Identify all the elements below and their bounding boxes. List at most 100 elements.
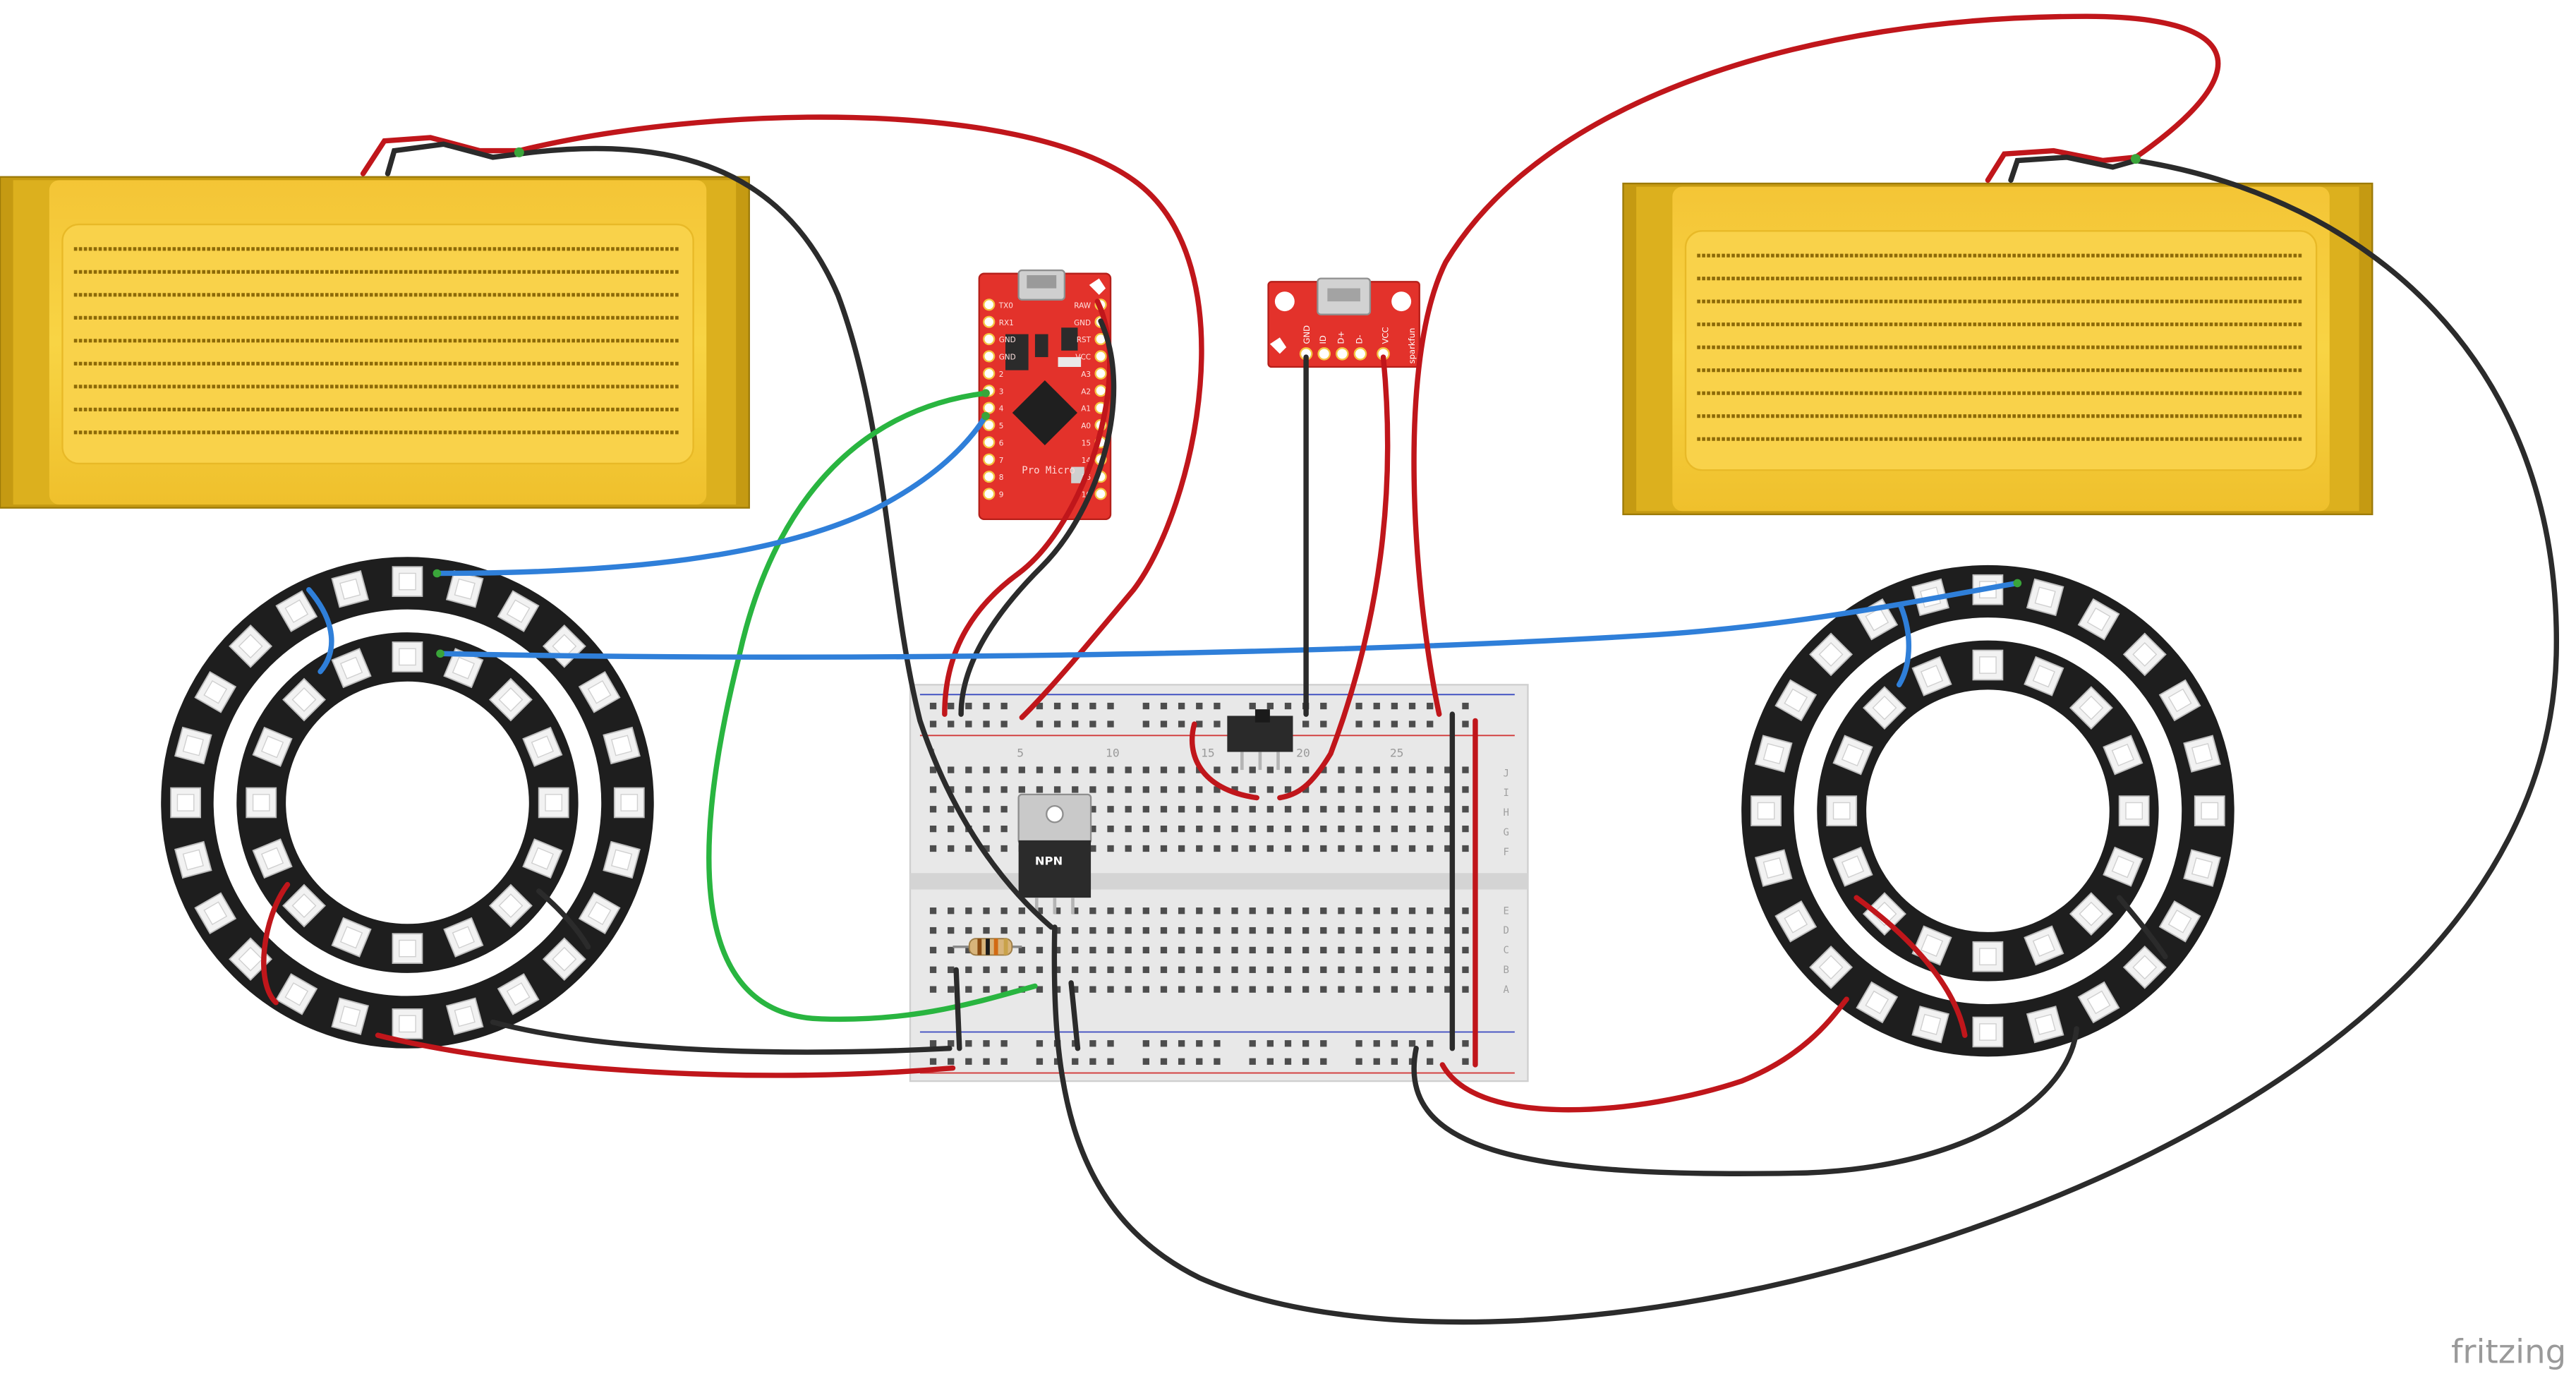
breadboard-hole [1444, 845, 1451, 852]
pro-micro-pin-label: RST [1077, 336, 1092, 344]
breadboard-holes [929, 702, 1469, 1065]
breadboard-rail-hole [1391, 720, 1398, 728]
breadboard-hole [1355, 927, 1362, 934]
breadboard-hole [1107, 966, 1114, 973]
breadboard-hole [1214, 986, 1221, 993]
breadboard-hole [1214, 786, 1221, 793]
column-number-25: 25 [1390, 747, 1404, 760]
breadboard-hole [948, 986, 955, 993]
breadboard-hole [1142, 786, 1149, 793]
breadboard-hole [1320, 766, 1327, 773]
breadboard-hole [1320, 946, 1327, 954]
breadboard-rail-hole [1214, 1040, 1221, 1047]
breadboard-hole [1266, 786, 1274, 793]
breadboard-hole [1427, 786, 1434, 793]
breadboard-hole [1036, 966, 1044, 973]
breadboard-hole [948, 946, 955, 954]
battery-grille-right [1697, 253, 2304, 441]
breadboard-hole [1231, 927, 1238, 934]
wire-left-inner-black [536, 888, 591, 950]
breadboard-rail-hole [1373, 702, 1380, 710]
breadboard-rail-hole [948, 1040, 955, 1047]
breadboard-hole [1266, 927, 1274, 934]
breadboard-hole [1160, 766, 1168, 773]
battery-pack-left [0, 176, 750, 509]
breadboard-hole [1408, 845, 1416, 852]
breadboard-hole [1178, 907, 1185, 915]
breadboard-hole [1053, 927, 1061, 934]
breadboard-hole [965, 806, 972, 813]
breadboard-hole [1178, 786, 1185, 793]
pro-micro-pin-label: 5 [999, 422, 1004, 430]
breadboard-rail-hole [1266, 702, 1274, 710]
breadboard-hole [1231, 966, 1238, 973]
breadboard-hole [1355, 806, 1362, 813]
breadboard-rail-hole [1249, 1040, 1256, 1047]
usb-pin-gnd: GND [1302, 325, 1312, 344]
breadboard-hole [1231, 986, 1238, 993]
breadboard-hole [1107, 786, 1114, 793]
breadboard-rail-hole [1000, 1040, 1008, 1047]
breadboard-rail-hole [1284, 1040, 1292, 1047]
breadboard-hole [1266, 845, 1274, 852]
pro-micro-pin-label: GND [1074, 319, 1091, 327]
breadboard-hole [1107, 766, 1114, 773]
wire-promicro-red [942, 298, 1113, 717]
breadboard-rail-hole [1053, 1058, 1061, 1065]
row-letter-j: J [1504, 768, 1509, 779]
wire-right-ring-red [1439, 996, 1849, 1113]
breadboard-hole [1373, 986, 1380, 993]
breadboard-rail-hole [1142, 1058, 1149, 1065]
neopixel-led [392, 1008, 423, 1039]
breadboard-hole [1266, 826, 1274, 833]
breadboard-rail-hole [1000, 1058, 1008, 1065]
breadboard-hole [1462, 826, 1469, 833]
pro-micro-pin-label: RAW [1074, 301, 1091, 310]
pro-micro-pin-label: 7 [999, 457, 1004, 465]
breadboard-hole [1302, 786, 1310, 793]
breadboard-rail-hole [1000, 702, 1008, 710]
breadboard-hole [1355, 845, 1362, 852]
wire-bb-black-left [953, 967, 962, 1051]
wire-left-battery-black [385, 141, 522, 176]
wire-left-red-long [516, 114, 1204, 720]
pro-micro-pin-label: A3 [1081, 370, 1091, 379]
breadboard-hole [1160, 927, 1168, 934]
breadboard-hole [1142, 946, 1149, 954]
breadboard-hole [1338, 966, 1345, 973]
wire-left-ring-red [375, 1032, 956, 1078]
breadboard-hole [1249, 786, 1256, 793]
sparkfun-flame-icon [1089, 278, 1106, 295]
usb-pin-id: ID [1318, 335, 1328, 344]
npn-transistor: NPN [1017, 793, 1092, 915]
pro-micro-pin-label: VCC [1075, 354, 1091, 362]
usb-pin-dplus: D+ [1336, 331, 1346, 344]
breadboard-hole [1444, 826, 1451, 833]
breadboard-rail-hole [1107, 720, 1114, 728]
breadboard-rail-hole [1178, 1040, 1185, 1047]
breadboard-hole [1408, 927, 1416, 934]
breadboard-hole [1142, 766, 1149, 773]
wires [261, 13, 2559, 1325]
breadboard-hole [1160, 845, 1168, 852]
breadboard-hole [1355, 786, 1362, 793]
row-letter-g: G [1504, 827, 1509, 838]
breadboard-rail-hole [1160, 1040, 1168, 1047]
breadboard-hole [1125, 946, 1132, 954]
breadboard-hole [1231, 766, 1238, 773]
breadboard-rail-hole [1214, 720, 1221, 728]
breadboard-hole [1018, 907, 1025, 915]
wire-blue-right-link [1896, 603, 1912, 688]
breadboard-hole [1214, 845, 1221, 852]
breadboard-hole [1444, 927, 1451, 934]
breadboard-rail-hole [948, 720, 955, 728]
pro-micro-pin-label: TX0 [998, 301, 1013, 310]
breadboard-hole [1160, 806, 1168, 813]
breadboard-rail-hole [1178, 1058, 1185, 1065]
breadboard-hole [1373, 786, 1380, 793]
breadboard-hole [1231, 786, 1238, 793]
breadboard-hole [1142, 845, 1149, 852]
breadboard-hole [1302, 806, 1310, 813]
pro-micro-pin [983, 332, 996, 346]
breadboard-hole [948, 766, 955, 773]
